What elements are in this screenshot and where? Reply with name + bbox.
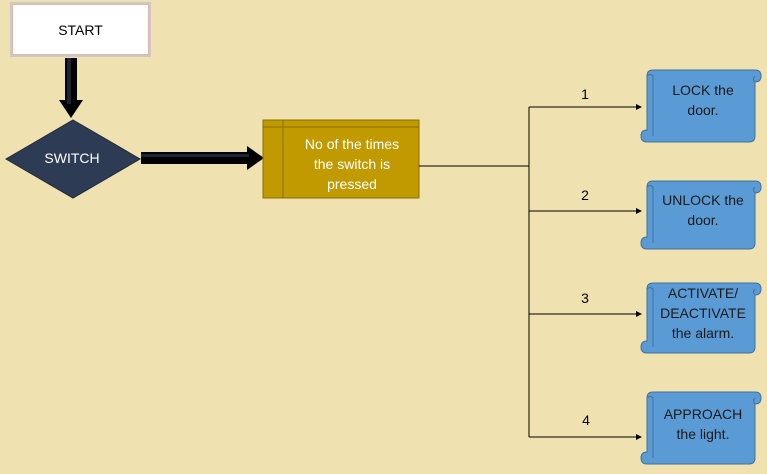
start-terminal: START xyxy=(10,2,151,57)
branch-line: door. xyxy=(687,212,719,228)
branch-line: LOCK the xyxy=(672,82,734,98)
branch-connectors xyxy=(419,104,642,440)
branch-text-light: APPROACH the light. xyxy=(647,404,759,444)
branch-line: ACTIVATE/ xyxy=(667,285,739,301)
branch-text-lock: LOCK the door. xyxy=(647,80,759,120)
process-text: No of the times the switch is pressed xyxy=(286,134,418,194)
branch-line: DEACTIVATE xyxy=(660,305,746,321)
branch-number-2: 2 xyxy=(581,187,589,203)
branch-number-4: 4 xyxy=(582,412,590,428)
switch-decision-diamond xyxy=(5,119,141,199)
scroll-shape-unlock xyxy=(640,180,762,250)
switch-label: SWITCH xyxy=(44,150,100,166)
branch-line: the light. xyxy=(676,426,730,442)
process-line: No of the times xyxy=(304,136,400,152)
scroll-shape-lock xyxy=(640,69,762,143)
branch-number-1: 1 xyxy=(581,86,589,102)
branch-text-alarm: ACTIVATE/ DEACTIVATE the alarm. xyxy=(647,283,759,343)
branch-number-3: 3 xyxy=(581,290,589,306)
branch-text-unlock: UNLOCK the door. xyxy=(647,190,759,230)
process-line: pressed xyxy=(327,176,377,192)
branch-line: APPROACH xyxy=(663,406,743,422)
start-to-switch-arrow xyxy=(59,58,83,118)
start-label: START xyxy=(58,21,103,38)
switch-to-process-arrow xyxy=(141,146,264,170)
branch-line: UNLOCK the xyxy=(662,192,744,208)
branch-line: the alarm. xyxy=(671,325,735,341)
scroll-shape-light xyxy=(640,391,762,465)
process-box xyxy=(262,119,420,199)
scroll-shape-alarm xyxy=(640,282,762,354)
branch-scrolls xyxy=(640,69,762,465)
branch-line: door. xyxy=(687,102,719,118)
process-line: the switch is xyxy=(313,156,391,172)
